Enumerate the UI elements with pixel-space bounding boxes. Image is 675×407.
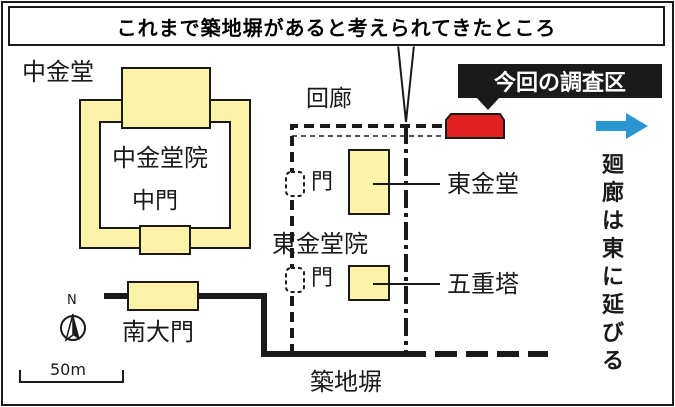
nandaimon-building bbox=[127, 281, 199, 311]
survey-area bbox=[445, 113, 505, 139]
scale-label: 50m bbox=[50, 360, 86, 379]
gate-marker-icon bbox=[285, 171, 305, 197]
kairo-corridor-dashed bbox=[290, 124, 446, 354]
presumed-wall-callout: これまで築地塀があると考えられてきたところ bbox=[8, 6, 665, 46]
chumon-building bbox=[139, 225, 191, 255]
compass-north-label: N bbox=[67, 293, 77, 308]
callout-pointer bbox=[396, 44, 416, 123]
gojunoto-label: 五重塔 bbox=[447, 270, 519, 298]
survey-area-label: 今回の調査区 bbox=[458, 64, 662, 98]
note-char: 廊 bbox=[601, 181, 624, 206]
east-arrow-shaft bbox=[596, 121, 630, 131]
tokondo-building bbox=[348, 149, 390, 215]
note-char: 廻 bbox=[601, 153, 624, 178]
note-char: に bbox=[601, 265, 624, 290]
note-char: び bbox=[601, 321, 624, 346]
note-char: 延 bbox=[601, 293, 624, 318]
gate-label-lower: 門 bbox=[311, 266, 334, 291]
nandaimon-label: 南大門 bbox=[122, 318, 194, 346]
north-arrow-icon bbox=[60, 313, 86, 342]
chukondo-in-label: 中金堂院 bbox=[112, 144, 208, 172]
chukondo-building bbox=[121, 67, 211, 129]
tsuijibei-label: 築地塀 bbox=[310, 368, 382, 396]
tokondo-label: 東金堂 bbox=[447, 170, 519, 198]
kairo-label: 回廊 bbox=[306, 86, 352, 112]
chukondo-compound-court bbox=[99, 121, 231, 229]
tokondo-in-label: 東金堂院 bbox=[272, 230, 368, 258]
note-char: は bbox=[601, 209, 624, 234]
east-arrow-icon bbox=[626, 113, 648, 139]
note-char: る bbox=[601, 349, 624, 374]
survey-pointer bbox=[476, 97, 500, 110]
chukondo-label: 中金堂 bbox=[22, 58, 94, 86]
gate-marker-icon bbox=[285, 267, 305, 293]
note-char: 東 bbox=[601, 237, 624, 262]
gate-label-upper: 門 bbox=[311, 170, 334, 195]
scale-bar bbox=[19, 370, 124, 383]
corridor-extension-note: 廻 廊 は 東 に 延 び る bbox=[597, 152, 629, 376]
tsuijibei-wall bbox=[256, 293, 404, 357]
chumon-label: 中門 bbox=[132, 188, 178, 214]
